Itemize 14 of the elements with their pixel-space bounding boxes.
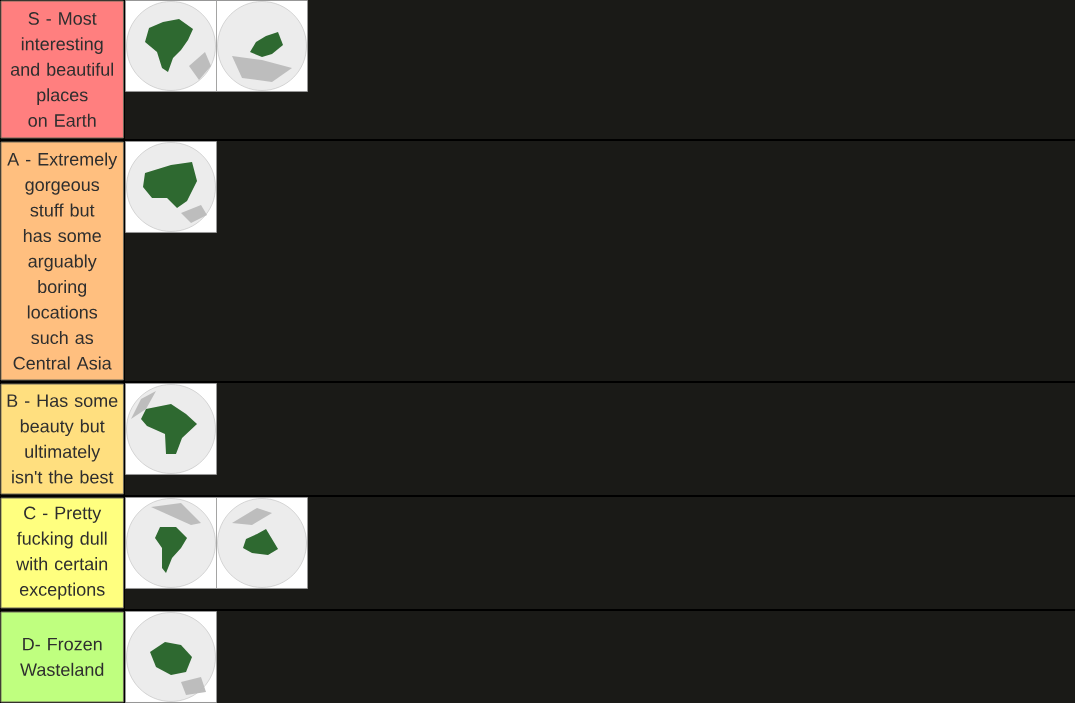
- globe-picture: [125, 611, 217, 703]
- tier-label: D- Frozen Wasteland: [0, 611, 124, 703]
- tier-label: B - Has some beauty but ultimately isn't the best: [0, 383, 124, 495]
- globe-picture: [125, 383, 217, 475]
- globe-picture: [125, 141, 217, 233]
- tier-label: C - Pretty fucking dull with certain exceptions: [0, 497, 124, 609]
- globe-picture: [216, 497, 308, 589]
- tier-row: [125, 141, 1075, 381]
- tier-row: [125, 383, 1075, 495]
- tier-label: S - Most interesting and beautiful places on Earth: [0, 0, 124, 139]
- globe-picture: [125, 497, 217, 589]
- globe-picture: [125, 0, 217, 92]
- globe-picture: [216, 0, 308, 92]
- tier-label: A - Extremely gorgeous stuff but has some arguably boring locations such as Central Asia: [0, 141, 124, 381]
